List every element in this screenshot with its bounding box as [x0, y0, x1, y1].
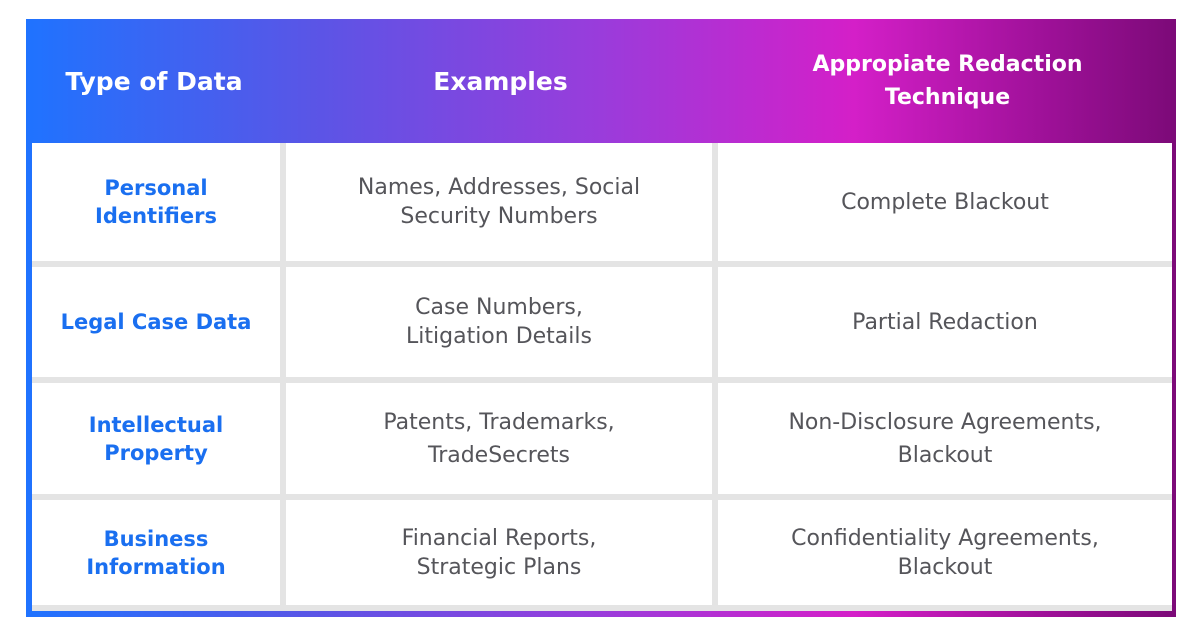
row-type-text: Business Information: [86, 526, 226, 579]
row-technique-text: Confidentiality Agreements, Blackout: [791, 525, 1099, 580]
row-technique-cell: Partial Redaction: [718, 267, 1172, 377]
row-technique-text: Complete Blackout: [841, 189, 1049, 215]
row-technique-text: Non-Disclosure Agreements, Blackout: [788, 409, 1102, 468]
redaction-table-frame: Type of Data Examples Appropiate Redacti…: [26, 19, 1176, 617]
row-examples-cell: Case Numbers, Litigation Details: [286, 267, 712, 377]
table-header: Type of Data Examples Appropiate Redacti…: [26, 19, 1176, 143]
row-examples-text: Case Numbers, Litigation Details: [406, 295, 592, 349]
table-row: Personal Identifiers Names, Addresses, S…: [32, 143, 1172, 261]
row-examples-cell: Names, Addresses, Social Security Number…: [286, 143, 712, 261]
table-row: Legal Case Data Case Numbers, Litigation…: [32, 267, 1172, 377]
row-technique-text: Partial Redaction: [852, 309, 1038, 335]
row-technique-cell: Confidentiality Agreements, Blackout: [718, 500, 1172, 605]
row-type-text: Personal Identifiers: [95, 176, 217, 228]
row-type-cell: Business Information: [32, 500, 280, 605]
row-examples-text: Patents, Trademarks, TradeSecrets: [383, 409, 615, 468]
row-examples-cell: Patents, Trademarks, TradeSecrets: [286, 383, 712, 494]
header-examples: Examples: [433, 66, 568, 96]
row-technique-cell: Non-Disclosure Agreements, Blackout: [718, 383, 1172, 494]
row-examples-cell: Financial Reports, Strategic Plans: [286, 500, 712, 605]
table-row: Intellectual Property Patents, Trademark…: [32, 383, 1172, 494]
header-redaction-technique: Appropiate Redaction Technique: [812, 52, 1083, 110]
row-type-cell: Intellectual Property: [32, 383, 280, 494]
row-type-cell: Legal Case Data: [32, 267, 280, 377]
row-type-text: Legal Case Data: [60, 310, 252, 334]
header-type-of-data: Type of Data: [65, 66, 243, 96]
redaction-table: Type of Data Examples Appropiate Redacti…: [26, 19, 1176, 617]
row-type-text: Intellectual Property: [88, 412, 224, 465]
table-body: Personal Identifiers Names, Addresses, S…: [32, 143, 1172, 611]
row-technique-cell: Complete Blackout: [718, 143, 1172, 261]
row-examples-text: Financial Reports, Strategic Plans: [401, 525, 597, 580]
row-type-cell: Personal Identifiers: [32, 143, 280, 261]
row-examples-text: Names, Addresses, Social Security Number…: [357, 175, 641, 229]
table-row: Business Information Financial Reports, …: [32, 500, 1172, 605]
